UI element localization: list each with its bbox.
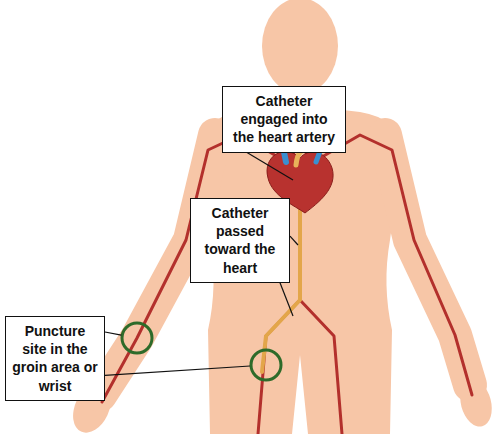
callout-label: Catheter passed toward the heart <box>197 204 283 277</box>
callout-box: Catheter passed toward the heart <box>190 198 290 283</box>
torso <box>198 108 402 434</box>
leader-line <box>280 283 293 316</box>
leader-line <box>105 366 250 375</box>
callout-box: Puncture site in the groin area or wrist <box>5 316 105 401</box>
puncture-circle <box>251 350 281 380</box>
artery <box>300 300 342 434</box>
leader-line <box>290 236 298 245</box>
callout-box: Catheter engaged into the heart artery <box>222 86 346 153</box>
leader-line <box>105 332 121 335</box>
head <box>262 0 338 94</box>
puncture-circle <box>122 323 152 353</box>
callout-label: Puncture site in the groin area or wrist <box>12 322 98 395</box>
leader-line <box>247 153 293 180</box>
callout-label: Catheter engaged into the heart artery <box>229 92 339 147</box>
